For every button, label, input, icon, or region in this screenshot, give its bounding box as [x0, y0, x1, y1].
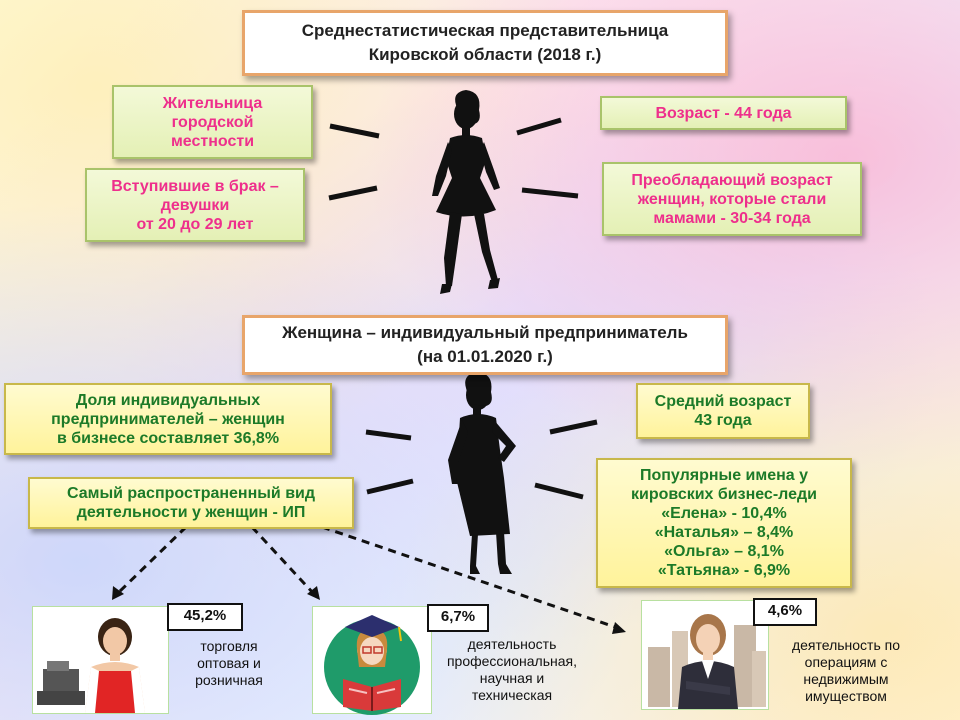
arrows [112, 525, 626, 634]
section2-title: Женщина – индивидуальный предприниматель… [242, 315, 728, 375]
section1-title: Среднестатистическая представительница К… [242, 10, 728, 76]
arrow-to-realty [321, 525, 619, 630]
trade-caption-line1: торговля [200, 638, 258, 654]
connector-line [534, 482, 584, 500]
trade-caption-line2: оптовая и [197, 655, 261, 671]
businesswoman-picture [641, 600, 769, 710]
section2-title-line1: Женщина – индивидуальный предприниматель [282, 323, 688, 342]
connector-line [549, 419, 598, 435]
names-line6: «Татьяна» - 6,9% [657, 562, 791, 579]
names-box: Популярные имена у кировских бизнес-леди… [596, 458, 852, 588]
share-line3: в бизнесе составляет 36,8% [56, 429, 280, 447]
science-caption-line3: научная и [479, 670, 545, 686]
arrowhead [112, 586, 124, 600]
share-line2: предпринимателей – женщин [51, 410, 285, 428]
arrow-to-science [250, 525, 316, 596]
connector-line [329, 123, 380, 139]
businesswoman-buildings-icon [648, 614, 766, 709]
avg-age-line2: 43 года [694, 412, 752, 429]
cashier-woman-picture [32, 606, 169, 714]
trade-caption: торговля оптовая и розничная [170, 638, 288, 689]
married-line2: девушки [160, 196, 230, 214]
resident-line2: городской [171, 113, 254, 131]
connector-line [521, 187, 579, 199]
avg-age-box: Средний возраст 43 года [636, 383, 810, 439]
mother-age-box: Преобладающий возраст женщин, которые ст… [602, 162, 862, 236]
resident-box: Жительница городской местности [112, 85, 313, 159]
mother-age-line3: мамами - 30-34 года [653, 209, 811, 227]
realty-caption-line4: имуществом [805, 688, 887, 704]
realty-percent: 4,6% [753, 598, 817, 626]
mother-age-line2: женщин, которые стали [637, 190, 827, 208]
activity-line1: Самый распространенный вид [66, 485, 316, 502]
section1-title-line1: Среднестатистическая представительница [301, 21, 669, 40]
science-caption-line4: техническая [471, 687, 553, 703]
activity-line2: деятельности у женщин - ИП [76, 504, 306, 521]
science-percent: 6,7% [427, 604, 489, 632]
share-line1: Доля индивидуальных [75, 391, 261, 409]
connector-line [366, 478, 414, 495]
resident-line3: местности [170, 132, 255, 150]
realty-caption: деятельность по операциям с недвижимым и… [772, 637, 920, 705]
trade-percent: 45,2% [167, 603, 243, 631]
connector-line [328, 185, 378, 201]
woman-dress-silhouette-icon [432, 90, 500, 294]
trade-caption-line3: розничная [195, 672, 263, 688]
age-box: Возраст - 44 года [600, 96, 847, 130]
science-caption-line1: деятельность [467, 636, 557, 652]
realty-caption-line3: недвижимым [803, 671, 889, 687]
realty-caption-line2: операциям с [804, 654, 888, 670]
arrowhead [612, 622, 626, 634]
names-line2: кировских бизнес-леди [630, 486, 817, 503]
names-line1: Популярные имена у [639, 467, 809, 484]
science-caption: деятельность профессиональная, научная и… [433, 636, 591, 704]
share-box: Доля индивидуальных предпринимателей – ж… [4, 383, 332, 455]
married-line1: Вступившие в брак – [111, 177, 279, 195]
mother-age-line1: Преобладающий возраст [631, 171, 833, 189]
cashier-woman-icon [37, 618, 145, 713]
names-line3: «Елена» - 10,4% [661, 505, 787, 522]
married-box: Вступившие в брак – девушки от 20 до 29 … [85, 168, 305, 242]
age-text: Возраст - 44 года [655, 104, 792, 122]
realty-caption-line1: деятельность по [791, 637, 901, 653]
arrowhead [307, 586, 320, 600]
connector-line [365, 429, 412, 441]
graduate-picture [312, 606, 432, 715]
names-line5: «Ольга» – 8,1% [664, 543, 784, 560]
activity-box: Самый распространенный вид деятельности … [28, 477, 354, 529]
connector-line [516, 117, 562, 136]
science-caption-line2: профессиональная, [446, 653, 578, 669]
married-line3: от 20 до 29 лет [136, 215, 254, 233]
businesswoman-silhouette-icon [448, 372, 516, 574]
avg-age-line1: Средний возраст [654, 393, 792, 410]
resident-line1: Жительница [162, 94, 263, 112]
names-line4: «Наталья» – 8,4% [654, 524, 794, 541]
arrow-to-trade [115, 525, 188, 596]
graduate-reading-icon [324, 615, 420, 715]
section2-title-line2: (на 01.01.2020 г.) [417, 347, 553, 366]
section1-title-line2: Кировской области (2018 г.) [368, 45, 602, 64]
